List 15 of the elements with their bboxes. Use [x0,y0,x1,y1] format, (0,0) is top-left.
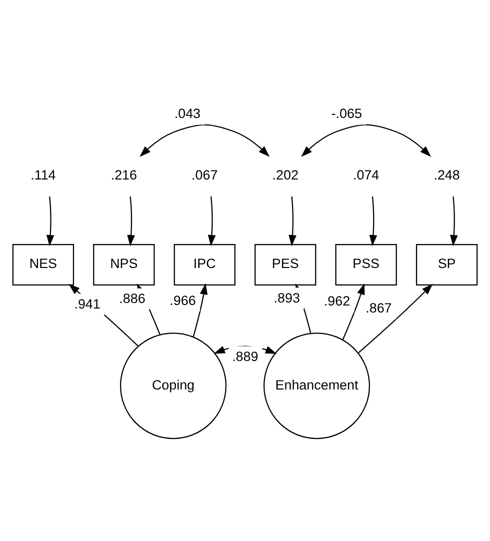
edge-label: .941 [74,296,100,311]
node-text: .074 [353,167,380,182]
node-text: .216 [110,167,137,182]
node-text: .248 [434,167,460,182]
node-text: .202 [272,167,298,182]
edge-label: -.065 [331,106,362,121]
edge-label: .867 [366,300,392,316]
node-text: .067 [192,167,218,182]
edge-label: .962 [324,293,350,308]
edge-label: .966 [170,292,196,308]
edge-label: .889 [232,348,258,364]
node-text: .114 [30,167,56,182]
edge-label: .893 [274,290,300,305]
edge-label: .886 [119,290,146,306]
edge-label: .043 [174,106,201,121]
